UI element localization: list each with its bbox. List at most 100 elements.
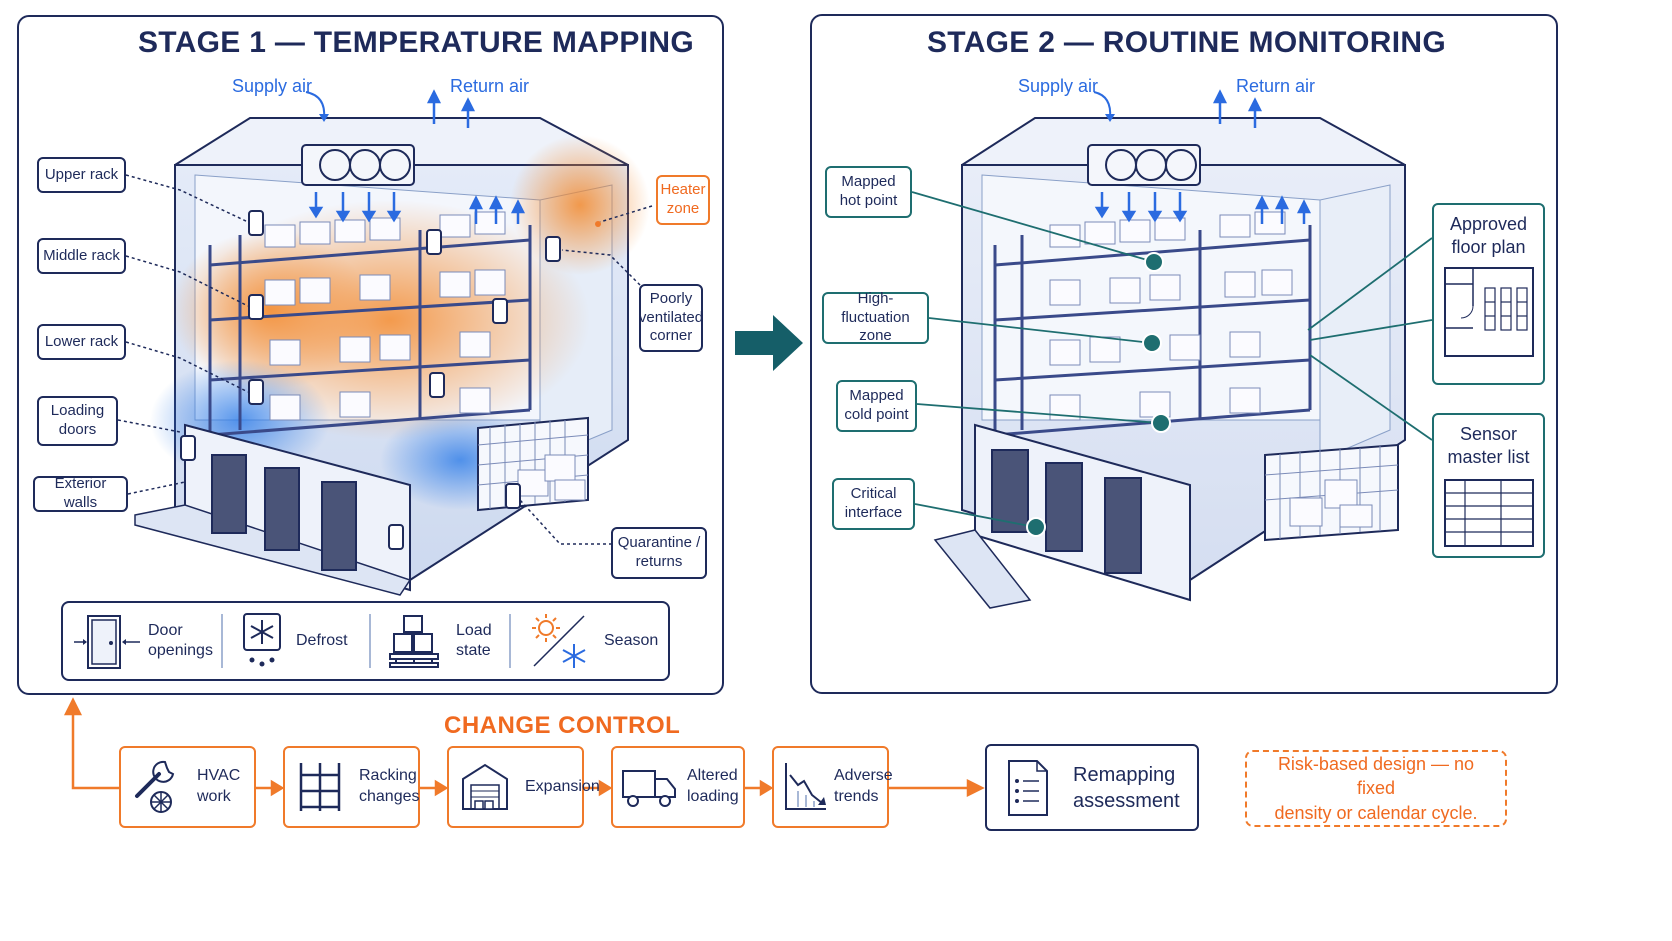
factor-door-openings: Door openings: [70, 610, 213, 672]
callout-poorly-line3: corner: [649, 327, 693, 345]
pallet-boxes-icon: [389, 615, 439, 668]
stage1-title: STAGE 1 — TEMPERATURE MAPPING: [138, 26, 694, 59]
cc-step-hvac-work: HVAC work: [119, 746, 256, 828]
stage1-supply-air-label: Supply air: [232, 76, 313, 96]
table-list-icon: [1443, 479, 1534, 547]
sensor-master-list-card: Sensor master list: [1432, 413, 1545, 558]
cc-step-1-line1: HVAC: [197, 767, 241, 785]
callout-heater-zone: Heater zone: [656, 175, 710, 225]
cc-step-2-line2: changes: [359, 788, 420, 805]
remapping-line1: Remapping: [1073, 763, 1176, 786]
callout-quarantine-line1: Quarantine /: [617, 534, 701, 552]
factor-season: Season: [528, 610, 658, 672]
callout-heater-zone-line1: Heater: [660, 181, 706, 199]
callout-cold-line1: Mapped: [849, 387, 904, 405]
callout-quarantine-returns: Quarantine / returns: [611, 527, 707, 579]
remapping-assessment-box: Remapping assessment: [985, 744, 1199, 831]
factor-defrost-text: Defrost: [296, 632, 348, 649]
cc-step-4-line1: Altered: [687, 767, 738, 785]
racking-icon: [299, 763, 341, 811]
factors-dividers: [221, 614, 511, 668]
cc-step-5-line1: Adverse: [834, 767, 893, 785]
cc-step-altered-loading: Altered loading: [611, 746, 745, 828]
cc-step-3-line1: Expansion: [525, 777, 600, 795]
cc-step-racking-changes: Racking changes: [283, 746, 420, 828]
stage1-factors-bar: [61, 601, 670, 681]
callout-loading-doors: Loading doors: [37, 396, 118, 446]
sun-snowflake-icon: [532, 614, 586, 668]
floor-plan-line1: Approved: [1449, 214, 1528, 234]
factor-load-line1: Load: [456, 622, 492, 639]
note-line2: density or calendar cycle.: [1274, 802, 1478, 823]
sensor-list-line1: Sensor: [1459, 424, 1518, 444]
stage-transition-arrow: [735, 315, 803, 371]
callout-lower-rack: Lower rack: [37, 324, 126, 360]
factor-door-line1: Door: [148, 622, 183, 639]
cc-step-adverse-text: Adverse trends: [834, 766, 893, 808]
cc-step-adverse-trends: Adverse trends: [772, 746, 893, 828]
callout-fluct-line2: zone: [859, 327, 892, 345]
stage1-return-air-label: Return air: [450, 76, 530, 96]
sensor-list-label: Sensor master list: [1447, 423, 1529, 468]
warehouse-icon: [462, 763, 508, 810]
callout-exterior-walls: Exterior walls: [33, 475, 128, 512]
callout-loading-doors-line1: Loading: [50, 402, 105, 420]
callout-hot-line2: hot point: [839, 192, 898, 209]
factor-season-text: Season: [604, 632, 659, 649]
callout-middle-rack: Middle rack: [37, 238, 126, 274]
callout-loading-doors-line2: doors: [58, 421, 97, 438]
sensor-list-line2: master list: [1447, 446, 1530, 467]
cc-step-altered-text: Altered loading: [687, 766, 739, 808]
callout-heater-zone-line2: zone: [666, 200, 700, 217]
downtrend-chart-icon: [785, 763, 826, 810]
factor-load-state: Load state: [386, 610, 492, 672]
factor-door-line2: openings: [148, 642, 213, 659]
callout-poorly-ventilated-corner: Poorly ventilated corner: [639, 284, 703, 352]
cc-step-expansion: Expansion: [447, 746, 600, 828]
remapping-line2: assessment: [1073, 789, 1180, 812]
floor-plan-line2: floor plan: [1451, 236, 1526, 257]
cc-step-1-line2: work: [197, 788, 231, 805]
callout-quarantine-line2: returns: [635, 553, 683, 570]
door-icon: [74, 615, 140, 669]
stage2-warehouse-illustration: [911, 89, 1433, 609]
change-control-title: CHANGE CONTROL: [444, 712, 681, 739]
callout-critical-line1: Critical: [850, 485, 897, 503]
approved-floor-plan-card: Approved floor plan: [1432, 203, 1545, 385]
factor-door-text: Door openings: [148, 621, 213, 661]
callout-mapped-cold-point: Mapped cold point: [836, 380, 917, 432]
cc-step-5-line2: trends: [834, 788, 879, 805]
floor-plan-icon: [1443, 267, 1534, 357]
risk-based-design-note: Risk-based design — no fixed density or …: [1245, 750, 1507, 827]
cc-step-hvac-text: HVAC work: [197, 766, 240, 808]
stage2-supply-air-label: Supply air: [1018, 76, 1099, 96]
floor-plan-label: Approved floor plan: [1450, 213, 1527, 258]
factor-load-text: Load state: [456, 621, 492, 661]
callout-high-fluctuation-zone: High-fluctuation zone: [822, 289, 929, 345]
cc-step-2-line1: Racking: [359, 767, 417, 785]
callout-critical-interface: Critical interface: [832, 478, 915, 530]
snowflake-drip-icon: [243, 613, 281, 667]
stage1-warehouse-illustration: [117, 89, 653, 596]
factor-load-line2: state: [456, 642, 491, 659]
callout-critical-line2: interface: [844, 504, 903, 521]
callout-upper-rack: Upper rack: [37, 157, 126, 193]
callout-cold-line2: cold point: [844, 406, 909, 423]
callout-hot-line1: Mapped: [841, 173, 896, 191]
cc-step-racking-text: Racking changes: [359, 766, 420, 808]
factor-defrost: Defrost: [240, 610, 348, 672]
stage2-title: STAGE 2 — ROUTINE MONITORING: [927, 26, 1446, 59]
note-line1: Risk-based design — no fixed: [1277, 754, 1475, 799]
callout-mapped-hot-point: Mapped hot point: [825, 166, 912, 218]
truck-icon: [622, 770, 676, 807]
cc-step-4-line2: loading: [687, 788, 739, 805]
checklist-document-icon: [1008, 759, 1048, 816]
callout-poorly-line2: ventilated: [638, 308, 704, 326]
callout-fluct-line1: High-fluctuation: [841, 289, 910, 326]
cc-step-expansion-text: Expansion: [525, 777, 600, 798]
wrench-fan-icon: [135, 760, 175, 813]
remapping-text: Remapping assessment: [1073, 762, 1180, 814]
stage2-return-air-label: Return air: [1236, 76, 1316, 96]
callout-poorly-line1: Poorly: [649, 289, 693, 307]
